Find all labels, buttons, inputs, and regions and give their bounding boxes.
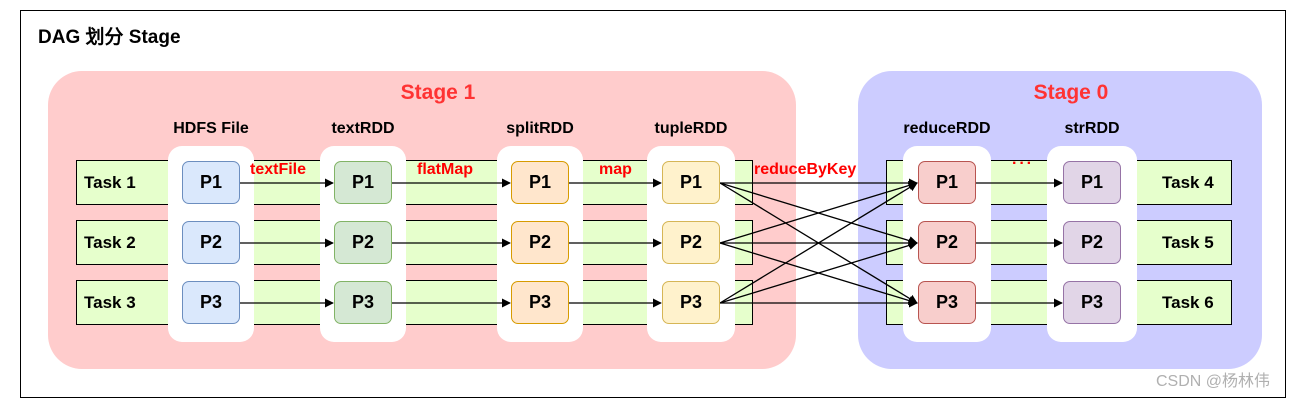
- partition-hdfs-p3: P3: [182, 281, 240, 324]
- partition-reducerdd-p2: P2: [918, 221, 976, 264]
- partition-strrdd-p2: P2: [1063, 221, 1121, 264]
- partition-tuplerdd-p1: P1: [662, 161, 720, 204]
- task-6-label: Task 6: [1162, 293, 1214, 312]
- partition-hdfs-p1: P1: [182, 161, 240, 204]
- arrow-shuffle-3-2: [719, 241, 918, 304]
- task-1-label: Task 1: [84, 173, 136, 192]
- column-label-splitrdd: splitRDD: [506, 120, 574, 137]
- operation-label-flatmap: flatMap: [417, 161, 473, 178]
- partition-splitrdd-p1: P1: [511, 161, 569, 204]
- task-5-label: Task 5: [1162, 233, 1214, 252]
- column-label-reducerdd: reduceRDD: [903, 120, 991, 137]
- partition-reducerdd-p1: P1: [918, 161, 976, 204]
- stage-0-label: Stage 0: [1033, 81, 1109, 104]
- operation-label-reducebykey: reduceByKey: [754, 161, 857, 178]
- task-4-label: Task 4: [1162, 173, 1214, 192]
- partition-strrdd-p3: P3: [1063, 281, 1121, 324]
- partition-textrdd-p1: P1: [334, 161, 392, 204]
- column-label-textrdd: textRDD: [331, 120, 395, 137]
- column-label-tuplerdd: tupleRDD: [654, 120, 728, 137]
- task-2-label: Task 2: [84, 233, 136, 252]
- partition-strrdd-p1: P1: [1063, 161, 1121, 204]
- partition-splitrdd-p2: P2: [511, 221, 569, 264]
- partition-textrdd-p3: P3: [334, 281, 392, 324]
- watermark: CSDN @杨林伟: [1155, 373, 1270, 390]
- partition-tuplerdd-p2: P2: [662, 221, 720, 264]
- diagram-title: DAG 划分 Stage: [38, 27, 181, 48]
- stage-1-label: Stage 1: [400, 81, 476, 104]
- task-3-label: Task 3: [84, 293, 136, 312]
- operation-label-map: map: [599, 161, 632, 178]
- partition-reducerdd-p3: P3: [918, 281, 976, 324]
- column-label-hdfs-file: HDFS File: [173, 120, 249, 137]
- operation-label-ellipsis: ···: [1012, 155, 1034, 172]
- operation-label-textfile: textFile: [250, 161, 307, 178]
- partition-tuplerdd-p3: P3: [662, 281, 720, 324]
- partition-hdfs-p2: P2: [182, 221, 240, 264]
- partition-textrdd-p2: P2: [334, 221, 392, 264]
- column-label-strrdd: strRDD: [1064, 120, 1120, 137]
- arrow-shuffle-2-1: [719, 181, 918, 244]
- partition-splitrdd-p3: P3: [511, 281, 569, 324]
- arrow-shuffle-3-1: [719, 182, 918, 304]
